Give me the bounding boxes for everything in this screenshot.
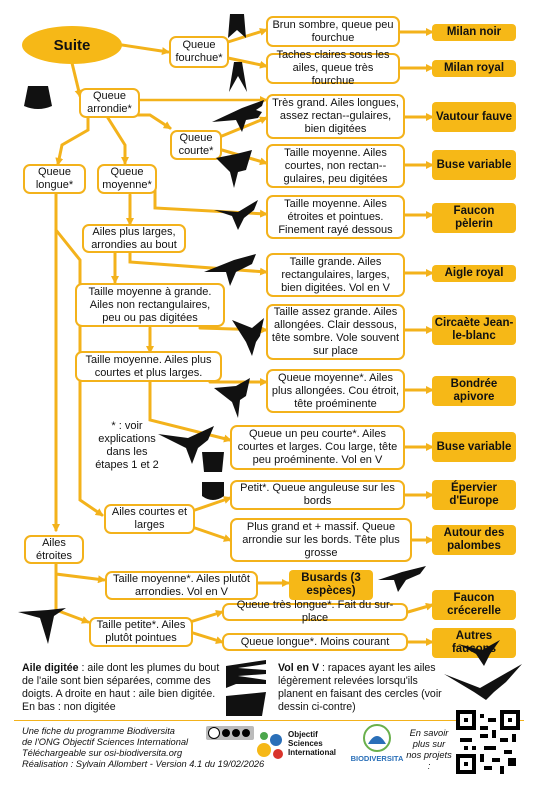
goshawk-tail-icon xyxy=(202,482,224,500)
footer-line-1: Une fiche du programme Biodiversita xyxy=(22,726,175,736)
node-queue-arrondie: Queue arrondie* xyxy=(79,88,140,118)
desc-bondree: Queue moyenne*. Ailes plus allongées. Co… xyxy=(266,369,405,413)
peregrine-silhouette-icon xyxy=(214,200,258,230)
footer-line-3: Téléchargeable sur osi-biodiversita.org xyxy=(22,748,183,758)
vulture-silhouette-icon xyxy=(212,100,264,132)
desc-circaete: Taille assez grande. Ailes allongées. Cl… xyxy=(266,304,405,360)
legend-aile-digitee-term: Aile digitée xyxy=(22,662,79,674)
legend-vol-en-v: Vol en V : rapaces ayant les ailes légèr… xyxy=(278,662,444,714)
desc-milan-royal: Taches claires sous les ailes, queue trè… xyxy=(266,49,400,87)
desc-vautour: Très grand. Ailes longues, assez rectan-… xyxy=(266,94,405,139)
non-fingered-wing-icon xyxy=(226,692,266,716)
desc-buse-moyenne: Queue un peu courte*. Ailes courtes et l… xyxy=(230,425,405,470)
legend-vol-en-v-text: : rapaces ayant les ailes légèrement rel… xyxy=(278,662,442,713)
result-faucon-pelerin: Faucon pèlerin xyxy=(432,203,516,233)
honey-buzzard-silhouette-icon xyxy=(214,378,250,418)
rounded-tail-icon xyxy=(24,86,52,109)
desc-milan-noir: Brun sombre, queue peu fourchue xyxy=(266,16,400,47)
sparrowhawk-tail-icon xyxy=(202,452,224,472)
node-queue-courte: Queue courte* xyxy=(170,130,222,160)
desc-autour: Plus grand et + massif. Queue arrondie s… xyxy=(230,518,412,562)
footer-more-projects: En savoir plus sur nos projets : xyxy=(406,728,452,771)
qr-code-icon[interactable] xyxy=(456,710,520,774)
result-bondree: Bondrée apivore xyxy=(432,376,516,406)
node-queue-moyenne: Queue moyenne* xyxy=(97,164,157,194)
short-tail-buzzard-icon xyxy=(216,150,252,188)
result-epervier: Épervier d'Europe xyxy=(432,480,516,510)
biodiversita-logo-text: BIODIVERSITA xyxy=(350,754,404,763)
result-milan-royal: Milan royal xyxy=(432,60,516,77)
node-taille-moyenne-courtes: Taille moyenne. Ailes plus courtes et pl… xyxy=(75,351,222,382)
result-busards: Busards (3 espèces) xyxy=(289,570,373,600)
footer-divider xyxy=(14,720,524,721)
node-taille-moyenne-arrondies: Taille moyenne*. Ailes plutôt arrondies.… xyxy=(105,571,258,600)
footer-line-4: Réalisation : Sylvain Allombert - Versio… xyxy=(22,759,265,769)
forked-tail-black-kite-icon xyxy=(228,14,246,38)
osi-logo xyxy=(257,732,283,759)
node-taille-petite-pointues: Taille petite*. Ailes plutôt pointues xyxy=(89,617,193,647)
desc-epervier: Petit*. Queue anguleuse sur les bords xyxy=(230,480,405,510)
node-ailes-courtes-larges: Ailes courtes et larges xyxy=(104,504,195,534)
result-crecerelle: Faucon crécerelle xyxy=(432,590,516,620)
legend-aile-digitee: Aile digitée : aile dont les plumes du b… xyxy=(22,662,222,714)
result-aigle-royal: Aigle royal xyxy=(432,265,516,282)
footer-credits: Une fiche du programme Biodiversita de l… xyxy=(22,726,265,770)
node-queue-longue: Queue longue* xyxy=(23,164,86,194)
node-ailes-larges-arrondies: Ailes plus larges, arrondies au bout xyxy=(82,224,186,253)
result-milan-noir: Milan noir xyxy=(432,24,516,41)
harrier-silhouette-icon xyxy=(378,566,426,592)
result-circaete: Circaète Jean-le-blanc xyxy=(432,315,516,345)
golden-eagle-silhouette-icon xyxy=(204,254,256,286)
circaete-silhouette-icon xyxy=(232,318,264,356)
desc-crecerelle: Queue très longue*. Fait du sur-place xyxy=(222,599,408,624)
result-buse-variable-2: Buse variable xyxy=(432,432,516,462)
kestrel-silhouette-icon xyxy=(18,608,66,644)
buzzard-silhouette-icon xyxy=(158,426,214,464)
falcon-silhouette-icon xyxy=(458,640,500,666)
legend-aile-digitee-text: : aile dont les plumes du bout de l'aile… xyxy=(22,662,220,713)
result-vautour: Vautour fauve xyxy=(432,102,516,132)
desc-aigle: Taille grande. Ailes rectangulaires, lar… xyxy=(266,253,405,297)
result-autour: Autour des palombes xyxy=(432,525,516,555)
node-taille-moyenne-grande: Taille moyenne à grande. Ailes non recta… xyxy=(75,283,225,327)
node-queue-fourchue: Queue fourchue* xyxy=(169,36,229,68)
footer-line-2: de l'ONG Objectif Sciences International xyxy=(22,737,189,747)
desc-autres-faucons: Queue longue*. Moins courant xyxy=(222,633,408,651)
v-flight-silhouette-icon xyxy=(444,664,522,700)
creative-commons-logo xyxy=(206,726,254,740)
legend-vol-en-v-term: Vol en V xyxy=(278,662,320,674)
forked-tail-red-kite-icon xyxy=(229,62,247,92)
desc-faucon-pelerin: Taille moyenne. Ailes étroites et pointu… xyxy=(266,195,405,239)
biodiversita-logo xyxy=(363,724,391,752)
result-buse-variable-1: Buse variable xyxy=(432,150,516,180)
desc-buse-courte: Taille moyenne. Ailes courtes, non recta… xyxy=(266,144,405,188)
suite-title: Suite xyxy=(22,26,122,64)
osi-logo-text: Objectif Sciences International xyxy=(288,730,337,757)
fingered-wing-icon xyxy=(226,660,266,688)
node-ailes-etroites: Ailes étroites xyxy=(24,535,84,564)
asterisk-note: * : voir explications dans les étapes 1 … xyxy=(95,420,159,471)
